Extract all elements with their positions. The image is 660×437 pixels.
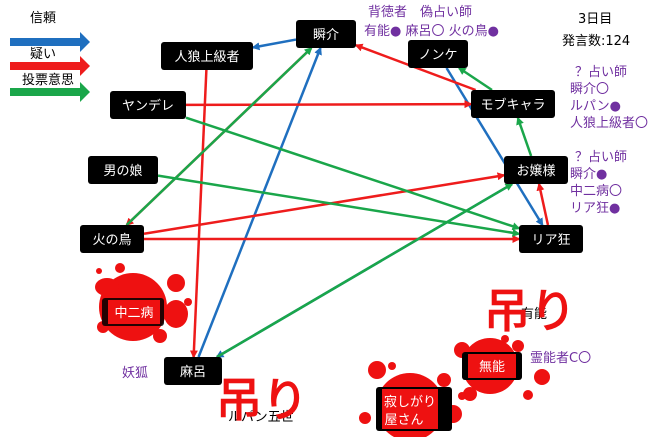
edge-vote-otoko-to-riakyou	[157, 174, 521, 237]
legend-trust-label: 信頼	[30, 11, 56, 26]
mob-result-2: ルパン●	[570, 99, 621, 114]
node-sabishigariyasan-label-2: 屋さん	[384, 413, 423, 428]
edge-vote-hinotori-to-shunsuke	[125, 46, 313, 226]
node-otoko[interactable]: 男の娘	[88, 156, 158, 184]
legend-trust-arrow	[10, 32, 90, 52]
node-riakyou-label: リア狂	[531, 233, 570, 248]
shunsuke-divination-results: 有能● 麻呂〇 火の鳥●	[364, 24, 499, 39]
shunsuke-role-note: 背徳者 偽占い師	[368, 5, 472, 20]
node-jinrou-label: 人狼上級者	[174, 50, 239, 65]
comment-count: 発言数:124	[562, 34, 630, 49]
edge-doubt-hinotori-to-ojousama	[143, 172, 506, 236]
legend-vote-arrow	[10, 82, 90, 102]
ojou-result-1: 瞬介●	[570, 167, 607, 182]
mob-role-note: ？占い師	[575, 65, 627, 80]
ojou-role-note: ？占い師	[575, 150, 627, 165]
nou-role-note: 霊能者C〇	[530, 351, 591, 366]
edge-vote-yandere-to-riakyou	[185, 116, 521, 231]
legend-doubt-arrow	[10, 56, 90, 76]
node-chuni[interactable]: 中二病	[102, 298, 164, 326]
legend: 信頼 疑い 投票意思	[10, 11, 90, 102]
node-hinotori[interactable]: 火の鳥	[80, 225, 144, 253]
edge-trust-nonke-to-riakyou	[445, 67, 544, 227]
day-label: 3日目	[578, 12, 612, 27]
hang-stamp-nou: 吊り	[484, 284, 576, 338]
node-shunsuke-label: 瞬介	[313, 28, 339, 43]
maro-role-note: 妖狐	[122, 366, 148, 381]
hang-stamp-maro: 吊り	[216, 373, 308, 427]
node-nonke-label: ノンケ	[418, 48, 457, 63]
edge-trust-maro-to-shunsuke	[197, 46, 322, 358]
legend-vote-label: 投票意思	[22, 72, 74, 88]
node-shunsuke[interactable]: 瞬介	[296, 20, 356, 48]
node-sabishigariyasan-label-1: 寂しがり	[384, 394, 436, 410]
node-chuni-label: 中二病	[114, 306, 153, 321]
node-riakyou[interactable]: リア狂	[519, 225, 583, 253]
node-nou-label: 無能	[479, 360, 505, 375]
node-yandere-label: ヤンデレ	[122, 98, 174, 114]
node-ojousama-label: お嬢様	[516, 164, 555, 179]
lupin-label: ルパン五世	[228, 410, 294, 425]
node-nou[interactable]: 無能	[462, 352, 522, 380]
mob-result-1: 瞬介〇	[570, 82, 609, 97]
node-mobchara-label: モブキャラ	[480, 97, 545, 113]
node-ojousama[interactable]: お嬢様	[504, 156, 568, 184]
legend-doubt-label: 疑い	[30, 46, 56, 62]
edge-vote-maro-to-ojousama	[216, 182, 514, 359]
node-maro-label: 麻呂	[180, 365, 206, 380]
yuunou-label: 有能	[521, 307, 547, 322]
ojou-result-2: 中二病〇	[570, 184, 622, 199]
edges	[125, 38, 550, 359]
node-hinotori-label: 火の鳥	[92, 233, 131, 248]
edge-doubt-jinrou-to-maro	[189, 69, 208, 359]
mob-result-3: 人狼上級者〇	[570, 116, 648, 131]
edge-trust-shunsuke-to-jinrou	[251, 38, 297, 51]
node-mobchara[interactable]: モブキャラ	[471, 90, 555, 118]
node-jinrou[interactable]: 人狼上級者	[161, 42, 253, 70]
node-nonke[interactable]: ノンケ	[408, 40, 468, 68]
node-yandere[interactable]: ヤンデレ	[110, 91, 186, 119]
edge-vote-mobchara-to-nonke	[457, 66, 493, 92]
edge-vote-ojousama-to-mobchara	[516, 116, 533, 157]
node-otoko-label: 男の娘	[103, 164, 142, 179]
node-sabishigariyasan[interactable]: 寂しがり 屋さん	[376, 387, 452, 431]
node-maro[interactable]: 麻呂	[164, 357, 222, 385]
edge-doubt-riakyou-to-ojousama	[536, 182, 550, 226]
ojou-result-3: リア狂●	[570, 201, 620, 216]
edge-doubt-yandere-to-mobchara	[185, 100, 473, 109]
